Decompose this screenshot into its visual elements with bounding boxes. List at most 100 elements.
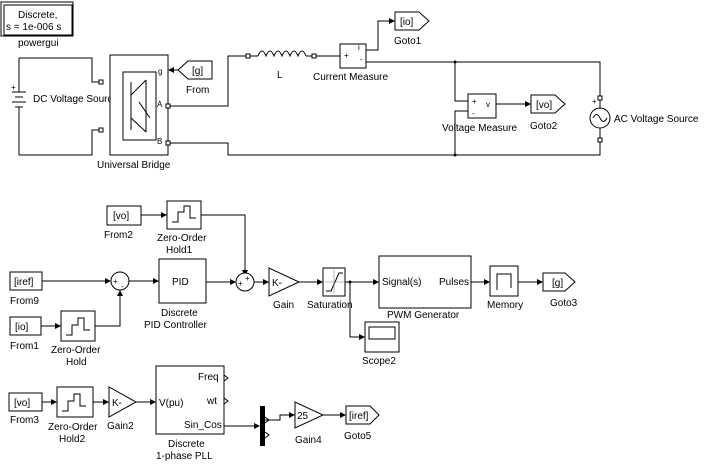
zero-order-hold1-label1: Zero-Order (157, 233, 207, 244)
from1-label: From1 (10, 341, 39, 352)
inductor-label: L (277, 70, 283, 81)
universal-bridge-label: Universal Bridge (97, 160, 171, 171)
goto3-label: Goto3 (550, 298, 578, 309)
pwm-generator-block[interactable]: Signal(s) Pulses PWM Generator (378, 255, 472, 321)
goto3-block[interactable]: [g] Goto3 (542, 272, 578, 309)
pwm-port-in: Signal(s) (382, 277, 421, 288)
gain-block[interactable]: K- Gain (268, 267, 301, 311)
svg-text:+: + (245, 274, 250, 283)
pid-label2: PID Controller (144, 320, 207, 331)
current-measure-plus: + (344, 51, 349, 60)
goto1-block[interactable]: [io] Goto1 (394, 11, 430, 47)
powergui-block[interactable]: Discrete, s = 1e-006 s powergui (0, 1, 74, 49)
svg-text:+: + (113, 277, 118, 286)
gain2-label: Gain2 (107, 421, 134, 432)
zero-order-hold-label1: Zero-Order (51, 345, 101, 356)
svg-text:+: + (11, 83, 16, 92)
gain-text: K- (272, 278, 282, 289)
bridge-port-g: g (158, 67, 162, 76)
voltage-measure-minus: - (472, 109, 475, 118)
from9-label: From9 (10, 296, 39, 307)
svg-text:+: + (238, 279, 243, 288)
scope2-block[interactable]: Scope2 (362, 321, 400, 367)
pll-label2: 1-phase PLL (156, 451, 213, 462)
pll-label1: Discrete (168, 439, 205, 450)
zero-order-hold1-label2: Hold1 (166, 245, 193, 256)
powergui-line2: s = 1e-006 s (6, 22, 61, 33)
voltage-measure-label: Voltage Measure (442, 123, 517, 134)
goto5-tag: [iref] (349, 411, 369, 422)
goto5-label: Goto5 (344, 431, 372, 442)
ac-voltage-source-block[interactable]: + AC Voltage Source (589, 95, 699, 143)
zero-order-hold2-label2: Hold2 (59, 434, 86, 445)
current-measure-minus: - (360, 55, 363, 64)
current-measure-port-i: i (358, 43, 360, 52)
dc-voltage-source-label: DC Voltage Source (33, 94, 118, 105)
bridge-port-b: B (157, 137, 162, 146)
svg-text:-: - (121, 282, 124, 291)
from-g-block[interactable]: [g] From (177, 60, 213, 96)
goto2-tag: [vo] (536, 100, 552, 111)
pid-text: PID (172, 277, 189, 288)
zero-order-hold1-block[interactable]: Zero-Order Hold1 (157, 200, 207, 256)
goto2-block[interactable]: [vo] Goto2 (530, 94, 566, 132)
goto5-block[interactable]: [iref] Goto5 (344, 405, 380, 442)
pll-block[interactable]: V(pu) Freq wt Sin_Cos Discrete 1-phase P… (155, 365, 229, 462)
gain4-text: 25 (297, 411, 309, 422)
voltage-measure-plus: + (472, 97, 477, 106)
from2-tag: [vo] (113, 211, 129, 222)
goto2-label: Goto2 (530, 121, 558, 132)
from-g-tag: [g] (192, 66, 203, 77)
zero-order-hold2-label1: Zero-Order (48, 422, 98, 433)
pll-port-freq: Freq (198, 372, 219, 383)
svg-text:+: + (592, 97, 597, 106)
current-measure-label: Current Measure (313, 72, 388, 83)
universal-bridge-block[interactable]: g A B Universal Bridge (97, 54, 171, 171)
gain4-label: Gain4 (295, 435, 322, 446)
gain2-block[interactable]: K- Gain2 (107, 386, 138, 432)
goto1-label: Goto1 (394, 36, 422, 47)
pll-port-sincos: Sin_Cos (184, 420, 222, 431)
from9-block[interactable]: [iref] From9 (9, 271, 43, 307)
pwm-port-out: Pulses (439, 277, 469, 288)
demux-block[interactable] (260, 406, 270, 446)
scope2-label: Scope2 (362, 356, 396, 367)
dc-voltage-source-block[interactable]: + DC Voltage Source (11, 58, 118, 155)
from1-block[interactable]: [io] From1 (9, 316, 42, 352)
zero-order-hold-block[interactable]: Zero-Order Hold (51, 310, 101, 368)
inductor-l-block[interactable]: L (245, 50, 317, 81)
zero-order-hold2-block[interactable]: Zero-Order Hold2 (48, 386, 98, 445)
from2-block[interactable]: [vo] From2 (104, 205, 142, 241)
gain-label: Gain (273, 300, 294, 311)
pll-port-wt: wt (206, 396, 217, 407)
sum2-block[interactable]: + + (235, 272, 255, 292)
zero-order-hold-label2: Hold (66, 357, 87, 368)
pid-label1: Discrete (161, 308, 198, 319)
voltage-measure-block[interactable]: + - v Voltage Measure (442, 93, 517, 134)
current-measure-block[interactable]: + i - Current Measure (313, 43, 388, 83)
from3-block[interactable]: [vo] From3 (8, 392, 43, 426)
powergui-line1: Discrete, (18, 10, 57, 21)
gain2-text: K- (112, 398, 122, 409)
memory-block[interactable]: Memory (487, 265, 523, 311)
voltage-measure-port-v: v (486, 100, 490, 109)
from-g-label: From (186, 85, 209, 96)
sum1-block[interactable]: + - (110, 271, 130, 291)
goto1-tag: [io] (400, 17, 414, 28)
from3-tag: [vo] (14, 398, 30, 409)
memory-label: Memory (487, 300, 523, 311)
bridge-port-a: A (157, 100, 163, 109)
gain4-block[interactable]: 25 Gain4 (294, 401, 325, 446)
saturation-label: Saturation (307, 300, 353, 311)
from1-tag: [io] (15, 322, 29, 333)
from3-label: From3 (10, 415, 39, 426)
saturation-block[interactable]: Saturation (307, 267, 353, 311)
ac-voltage-source-label: AC Voltage Source (614, 114, 699, 125)
goto3-tag: [g] (552, 278, 563, 289)
from9-tag: [iref] (14, 277, 34, 288)
pll-port-in: V(pu) (159, 398, 183, 409)
pid-controller-block[interactable]: PID Discrete PID Controller (144, 258, 207, 331)
from2-label: From2 (104, 230, 133, 241)
pwm-generator-label: PWM Generator (387, 310, 460, 321)
